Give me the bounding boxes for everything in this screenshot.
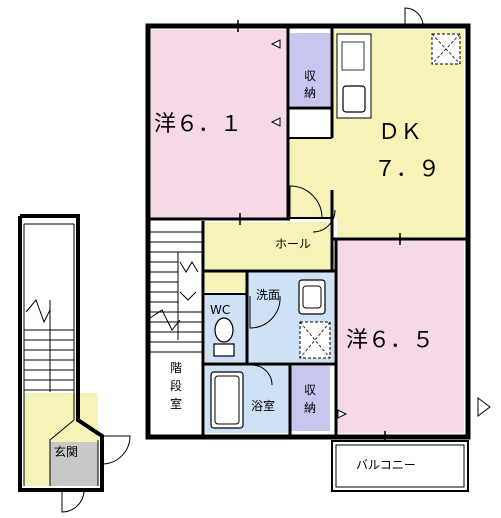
door-swings bbox=[249, 7, 424, 386]
entrance-door bbox=[101, 435, 131, 465]
room-dk bbox=[288, 30, 464, 238]
label-wc: WC bbox=[210, 303, 230, 317]
label-dk-size: ７．９ bbox=[374, 157, 440, 182]
hall bbox=[205, 222, 337, 292]
room-western-2 bbox=[337, 240, 464, 433]
kitchen-sink bbox=[342, 85, 366, 113]
label-dk: ＤＫ bbox=[378, 120, 422, 145]
label-storage-1b: 納 bbox=[304, 86, 316, 100]
window-marks bbox=[200, 20, 450, 443]
toilet bbox=[214, 317, 234, 343]
label-stair-3: 室 bbox=[170, 396, 182, 411]
balcony bbox=[331, 440, 469, 492]
label-balcony: バルコニー bbox=[356, 458, 416, 472]
label-western-1: 洋６．１ bbox=[154, 112, 242, 137]
room-western-1 bbox=[151, 30, 288, 218]
label-storage-2b: 納 bbox=[304, 401, 316, 415]
main-walls bbox=[145, 23, 471, 440]
kitchen-stove bbox=[341, 41, 365, 71]
label-washroom: 洗面 bbox=[256, 288, 280, 302]
label-hall: ホール bbox=[275, 237, 311, 251]
label-storage-1a: 収 bbox=[304, 69, 316, 83]
tower-stairs bbox=[24, 299, 74, 392]
label-bath: 浴室 bbox=[251, 398, 275, 413]
label-stair-2: 段 bbox=[170, 378, 182, 393]
label-storage-2a: 収 bbox=[304, 383, 316, 397]
label-entrance: 玄関 bbox=[54, 444, 78, 459]
storage-1 bbox=[290, 33, 330, 106]
entrance bbox=[50, 442, 98, 486]
arrow-right bbox=[477, 397, 491, 417]
label-stair-1: 階 bbox=[170, 360, 182, 375]
main-stairs bbox=[149, 231, 202, 353]
label-western-2: 洋６．５ bbox=[346, 328, 434, 353]
storage-2 bbox=[291, 366, 330, 431]
